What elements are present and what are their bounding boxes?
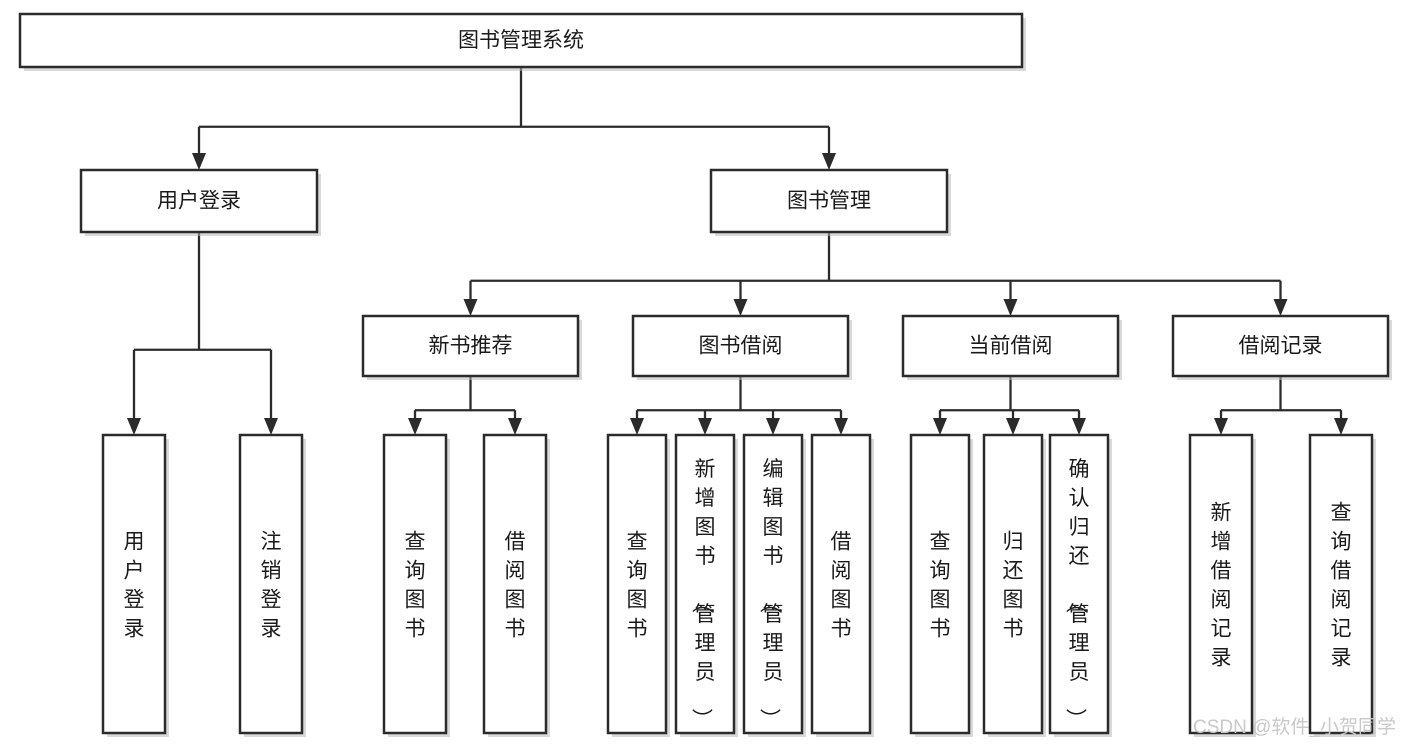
node-leaf-query-book-1[interactable]: 查询图书	[382, 433, 450, 737]
node-new-book-rec[interactable]: 新书推荐	[361, 314, 582, 380]
arrow-head-icon	[698, 418, 712, 435]
arrow-head-icon	[1273, 299, 1288, 316]
arrow-head-icon	[1003, 299, 1018, 316]
node-label: 图书借阅	[699, 335, 783, 358]
node-label: 借阅记录	[1239, 335, 1323, 358]
node-label: 新书推荐	[429, 335, 513, 358]
edge-group-user-login	[127, 232, 278, 435]
node-leaf-user-logout[interactable]: 注销登录	[238, 433, 306, 737]
node-leaf-query-record[interactable]: 查询借阅记录	[1308, 433, 1376, 737]
arrow-head-icon	[630, 418, 644, 435]
node-label: 借阅图书	[505, 531, 526, 641]
arrow-head-icon	[508, 418, 522, 435]
node-label: 图书管理	[787, 190, 871, 213]
node-label: 借阅图书	[831, 531, 852, 641]
arrow-head-icon	[1006, 418, 1020, 435]
edge-group-current-borrow	[933, 376, 1086, 435]
node-current-borrow[interactable]: 当前借阅	[901, 314, 1122, 380]
arrow-head-icon	[766, 418, 780, 435]
arrow-head-icon	[834, 418, 848, 435]
node-leaf-add-record[interactable]: 新增借阅记录	[1188, 433, 1256, 737]
node-user-login[interactable]: 用户登录	[79, 168, 321, 236]
node-borrow-record[interactable]: 借阅记录	[1171, 314, 1392, 380]
node-leaf-borrow-book-1[interactable]: 借阅图书	[482, 433, 550, 737]
node-root[interactable]: 图书管理系统	[18, 12, 1026, 71]
node-leaf-borrow-book-2[interactable]: 借阅图书	[810, 433, 874, 737]
node-label: 图书管理系统	[458, 29, 584, 52]
node-leaf-add-book[interactable]: 新增图书（管理员）	[674, 433, 738, 737]
node-book-borrow[interactable]: 图书借阅	[631, 314, 852, 380]
edge-group-root	[192, 67, 836, 170]
node-label: 编辑图书（管理员）	[758, 458, 784, 729]
node-leaf-query-book-2[interactable]: 查询图书	[606, 433, 670, 737]
arrow-head-icon	[933, 418, 947, 435]
arrow-head-icon	[264, 418, 278, 435]
node-label: 归还图书	[1003, 531, 1024, 641]
arrow-head-icon	[1214, 418, 1228, 435]
node-book-manage[interactable]: 图书管理	[709, 168, 951, 236]
arrow-head-icon	[192, 153, 206, 170]
csdn-watermark: CSDN @软件_小贺同学	[1193, 716, 1396, 738]
node-label: 新增借阅记录	[1211, 502, 1232, 670]
edge-group-book-borrow	[630, 376, 848, 435]
arrow-head-icon	[822, 153, 836, 170]
node-label: 注销登录	[261, 531, 282, 641]
node-leaf-return-book[interactable]: 归还图书	[982, 433, 1046, 737]
node-label: 查询图书	[930, 531, 951, 641]
node-label: 查询图书	[627, 531, 648, 641]
connector-layer	[127, 67, 1348, 435]
arrow-head-icon	[733, 299, 748, 316]
arrow-head-icon	[1072, 418, 1086, 435]
node-label: 新增图书（管理员）	[690, 458, 716, 729]
node-label: 用户登录	[124, 531, 145, 641]
edge-group-book-manage	[463, 232, 1288, 316]
node-leaf-user-login[interactable]: 用户登录	[101, 433, 169, 737]
edge-group-new-book-rec	[408, 376, 522, 435]
arrow-head-icon	[463, 299, 478, 316]
edge-group-borrow-record	[1214, 376, 1348, 435]
arrow-head-icon	[408, 418, 422, 435]
node-label: 当前借阅	[969, 335, 1053, 358]
arrow-head-icon	[1334, 418, 1348, 435]
node-leaf-confirm-return[interactable]: 确认归还（管理员）	[1048, 433, 1112, 737]
node-leaf-edit-book[interactable]: 编辑图书（管理员）	[742, 433, 806, 737]
node-label: 确认归还（管理员）	[1064, 458, 1090, 729]
arrow-head-icon	[127, 418, 141, 435]
node-label: 查询图书	[405, 531, 426, 641]
node-layer: 图书管理系统用户登录图书管理新书推荐图书借阅当前借阅借阅记录用户登录注销登录查询…	[18, 12, 1392, 737]
node-leaf-query-book-3[interactable]: 查询图书	[909, 433, 973, 737]
node-label: 查询借阅记录	[1331, 502, 1352, 670]
node-label: 用户登录	[157, 190, 241, 213]
